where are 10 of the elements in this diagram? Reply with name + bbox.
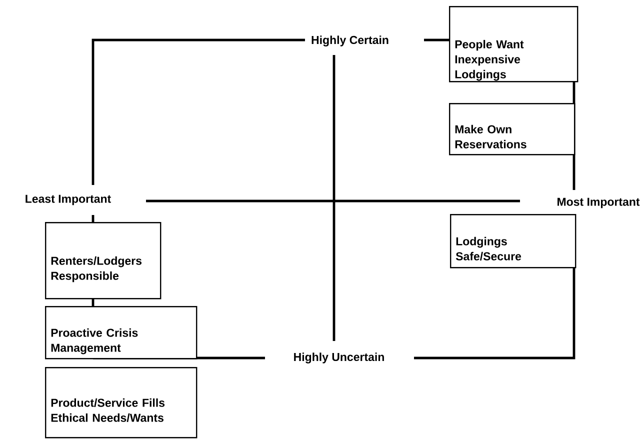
axis-label: Most Important (558, 198, 640, 208)
text-box: Make Own Reservations (449, 103, 576, 156)
text-box: Proactive Crisis Management (45, 306, 198, 360)
axis-label: Least Important (26, 194, 111, 206)
text-box: Lodgings Safe/Secure (450, 214, 576, 268)
text-box: Renters/Lodgers Responsible (45, 222, 162, 300)
text-box: People Want Inexpensive Lodgings (449, 6, 578, 82)
text-box: Product/Service Fills Ethical Needs/Wants (45, 366, 198, 438)
axis-label: Highly Certain (312, 36, 388, 46)
axis-label: Highly Uncertain (294, 352, 384, 364)
